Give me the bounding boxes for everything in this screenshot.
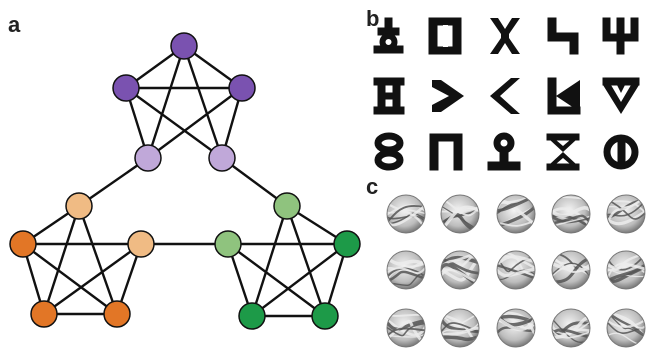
pattern-2-5 xyxy=(606,250,646,290)
pattern-1-2 xyxy=(440,194,480,234)
pattern-3-1 xyxy=(386,308,426,348)
graph-node-o4 xyxy=(30,300,58,328)
glyph-1-1 xyxy=(373,17,404,54)
graph-edge xyxy=(182,45,224,159)
graph-node-p5 xyxy=(208,144,236,172)
glyph-3-2 xyxy=(429,133,463,171)
graph-node-g5 xyxy=(311,302,339,330)
graph-edge xyxy=(43,243,142,315)
graph-node-o2 xyxy=(9,230,37,258)
graph-edge xyxy=(77,205,119,315)
pattern-2-3 xyxy=(496,250,536,290)
graph-edge xyxy=(125,87,223,159)
graph-edge xyxy=(22,243,118,315)
pattern-1-1 xyxy=(386,194,426,234)
glyph-3-5 xyxy=(603,134,639,170)
glyph-3-1 xyxy=(374,132,404,171)
pattern-3-3 xyxy=(496,308,536,348)
graph-node-p1 xyxy=(170,32,198,60)
pattern-2-1 xyxy=(386,250,426,290)
graph-node-p4 xyxy=(134,144,162,172)
panel-label-a: a xyxy=(8,12,21,37)
graph-edges xyxy=(21,45,349,318)
graph-edge xyxy=(146,45,186,159)
pattern-1-4 xyxy=(551,194,591,234)
graph-edge xyxy=(78,157,149,207)
graph-edge xyxy=(227,243,326,317)
glyph-2-2 xyxy=(432,80,464,112)
pattern-3-2 xyxy=(440,308,480,348)
graph-node-p2 xyxy=(112,74,140,102)
glyph-3-4 xyxy=(546,133,580,171)
pattern-1-3 xyxy=(496,194,536,234)
panel-label-b: b xyxy=(366,6,380,31)
pattern-3-4 xyxy=(551,308,591,348)
graph-edge xyxy=(250,205,289,317)
graph-edge xyxy=(42,205,81,315)
pattern-3-5 xyxy=(606,308,646,348)
graph-node-o3 xyxy=(127,230,155,258)
graph-nodes xyxy=(9,32,361,330)
graph-node-o1 xyxy=(65,192,93,220)
glyph-2-1 xyxy=(373,77,405,115)
pattern-2-2 xyxy=(440,250,480,290)
graph-edge xyxy=(147,87,243,159)
glyph-1-4 xyxy=(547,17,579,55)
graph-node-o5 xyxy=(103,300,131,328)
graph-node-p3 xyxy=(228,74,256,102)
pattern-1-5 xyxy=(606,194,646,234)
glyph-2-3 xyxy=(490,78,520,114)
graph-node-g1 xyxy=(273,192,301,220)
graph-node-g3 xyxy=(333,230,361,258)
graph-node-g4 xyxy=(238,302,266,330)
glyph-3-3 xyxy=(487,132,521,171)
glyph-1-5 xyxy=(602,17,639,55)
graph-node-g2 xyxy=(214,230,242,258)
glyph-1-2 xyxy=(428,17,462,55)
graph-edge xyxy=(285,205,327,317)
glyph-2-5 xyxy=(602,77,640,114)
pattern-2-4 xyxy=(551,250,591,290)
glyph-1-3 xyxy=(490,18,520,54)
glyph-2-4 xyxy=(547,77,581,115)
graph-edge xyxy=(251,243,348,317)
panel-label-c: c xyxy=(366,174,379,199)
pattern-grid xyxy=(386,194,646,348)
community-graph xyxy=(9,32,361,330)
glyph-grid xyxy=(373,17,640,171)
